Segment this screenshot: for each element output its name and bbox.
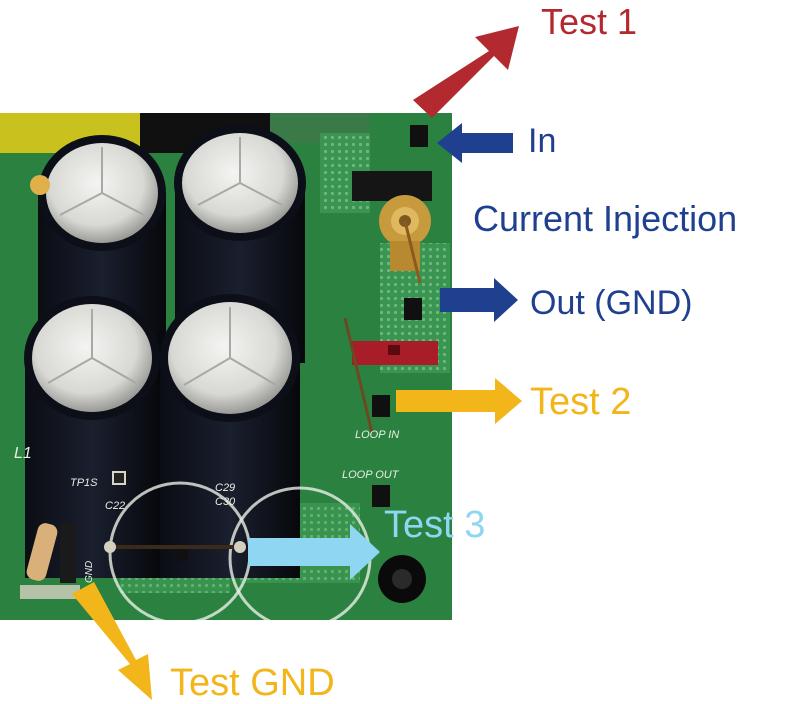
silk-loop-in: LOOP IN — [355, 429, 399, 441]
silk-gnd: GND — [84, 561, 95, 583]
silk-c22: C22 — [105, 500, 125, 512]
in-label: In — [528, 122, 557, 160]
test1-arrow — [413, 26, 519, 118]
header-in — [410, 125, 428, 147]
current-injection-label: Current Injection — [473, 198, 738, 239]
out-gnd-label: Out (GND) — [530, 284, 693, 322]
silk-c29: C29 — [215, 482, 235, 494]
header-out — [404, 298, 422, 320]
test2-label: Test 2 — [530, 381, 632, 423]
test3-label: Test 3 — [384, 504, 486, 546]
pcb-illustration: L1 TP1S C22 C29 C30 LOOP IN LOOP OUT GND — [0, 113, 452, 620]
capacitor-front-left — [24, 296, 160, 578]
header-test3 — [372, 485, 390, 507]
silk-loop-out: LOOP OUT — [342, 469, 400, 481]
test-gnd-label: Test GND — [170, 662, 335, 704]
pcb-photo: L1 TP1S C22 C29 C30 LOOP IN LOOP OUT GND — [0, 113, 452, 620]
capacitor-front-right — [160, 294, 300, 578]
resistor — [26, 523, 58, 581]
test1-label: Test 1 — [541, 1, 638, 42]
header-test2 — [372, 395, 390, 417]
black-connector — [352, 171, 432, 201]
silk-tp1s: TP1S — [70, 477, 98, 489]
silk-l1: L1 — [14, 445, 32, 462]
silk-c30: C30 — [215, 496, 236, 508]
